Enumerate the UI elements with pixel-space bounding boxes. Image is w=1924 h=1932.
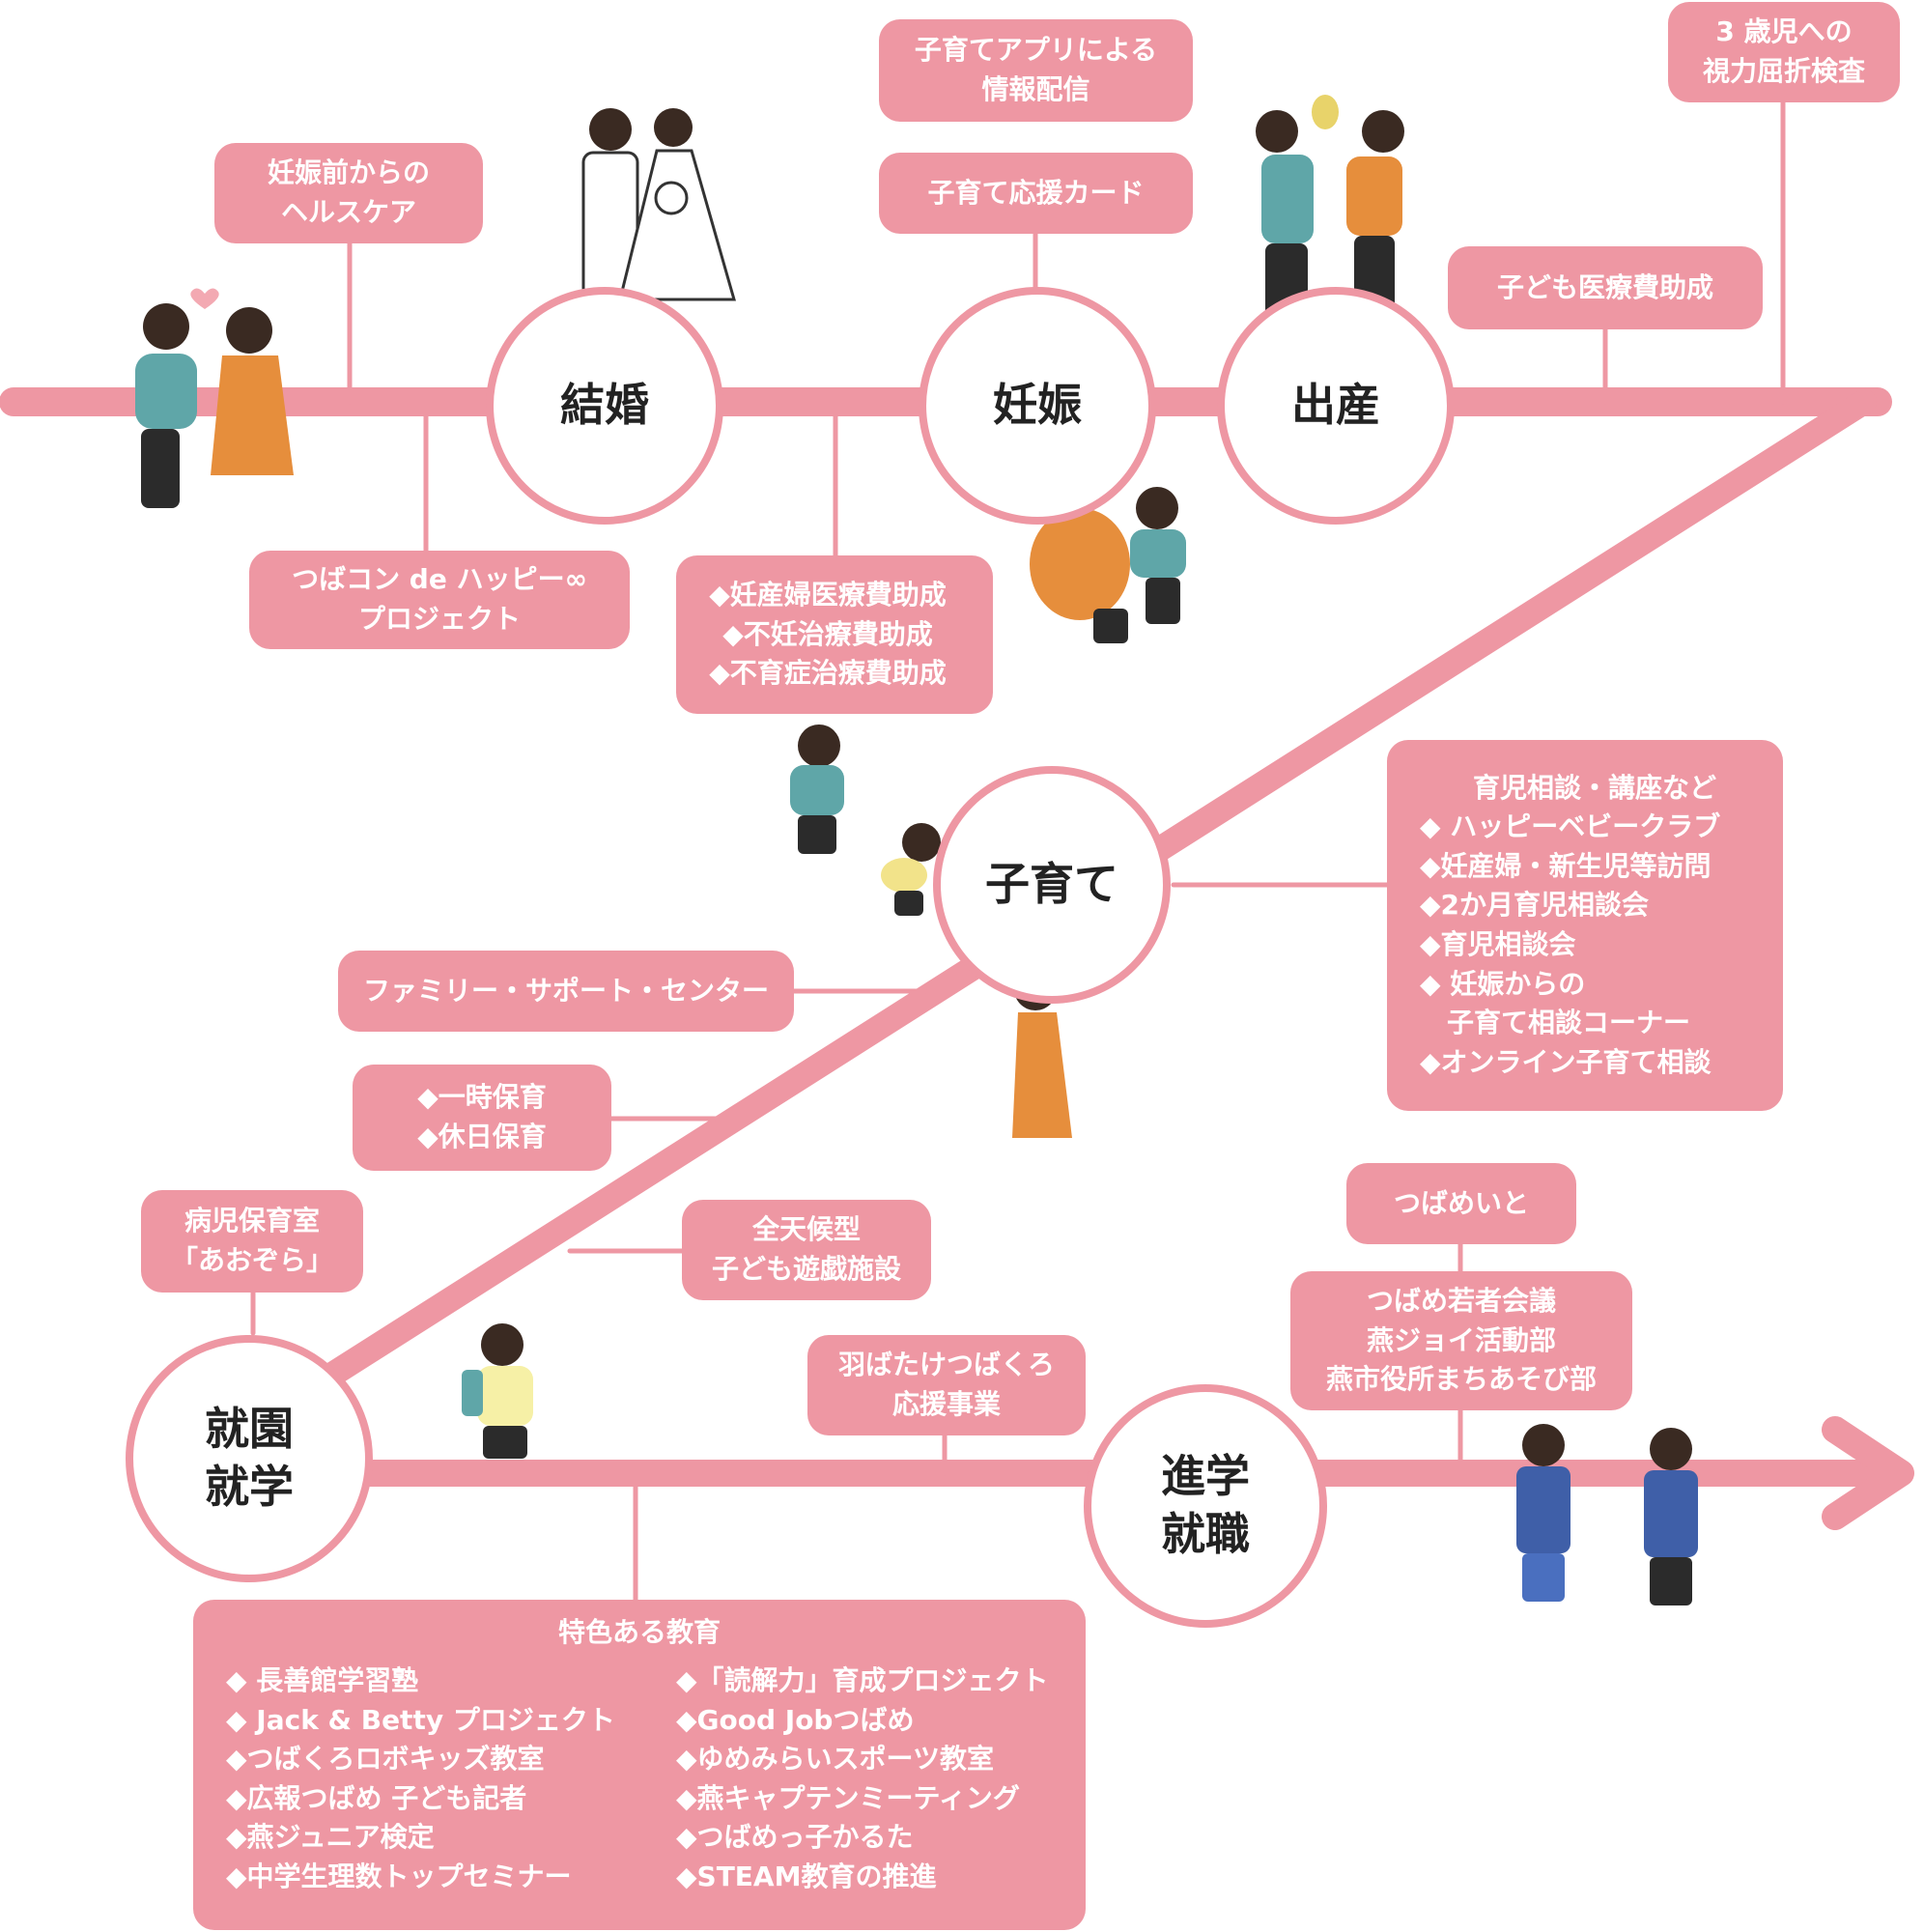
timeline-arrowhead <box>1822 1416 1914 1530</box>
box-education: 特色ある教育 ◆ 長善館学習塾 ◆ Jack & Betty プロジェクト ◆つ… <box>193 1600 1086 1930</box>
stage-childcare: 子育て <box>933 766 1171 1004</box>
box-tsubakon: つばコン de ハッピー∞ プロジェクト <box>249 551 630 649</box>
box-child-medical: 子ども医療費助成 <box>1448 246 1763 329</box>
education-right-list: ◆「読解力」育成プロジェクト ◆Good Jobつばめ ◆ゆめみらいスポーツ教室… <box>676 1664 1049 1892</box>
crawling-baby-illustration <box>881 823 941 916</box>
box-sick-child-care: 病児保育室 「あおぞら」 <box>141 1190 363 1293</box>
box-habatake: 羽ばたけつばくろ 応援事業 <box>807 1335 1086 1435</box>
box-vision-check: 3 歳児への 視力屈折検査 <box>1668 2 1900 102</box>
stage-pregnancy: 妊娠 <box>919 287 1156 525</box>
pregnant-mother-child-illustration <box>1030 458 1186 643</box>
box-app-info: 子育てアプリによる 情報配信 <box>879 19 1193 122</box>
stage-career: 進学 就職 <box>1084 1384 1327 1628</box>
box-tsubameito: つばめいと <box>1346 1163 1576 1244</box>
education-left-list: ◆ 長善館学習塾 ◆ Jack & Betty プロジェクト ◆つばくろロボキッ… <box>226 1664 615 1892</box>
toddler-illustration <box>790 724 844 854</box>
box-medical-subsidy: ◆妊産婦医療費助成 ◆不妊治療費助成 ◆不育症治療費助成 <box>676 555 993 714</box>
stage-school: 就園 就学 <box>126 1335 373 1582</box>
box-family-support: ファミリー・サポート・センター <box>338 951 794 1032</box>
wedding-couple-illustration <box>581 108 736 301</box>
schoolchild-illustration <box>462 1323 533 1459</box>
students-illustration <box>1516 1424 1698 1605</box>
heart-icon <box>190 288 219 309</box>
box-prepregnancy-healthcare: 妊娠前からの ヘルスケア <box>214 143 483 243</box>
box-temporary-care: ◆一時保育 ◆休日保育 <box>353 1065 611 1171</box>
stage-birth: 出産 <box>1217 287 1455 525</box>
couple-illustration <box>135 288 294 508</box>
box-all-weather: 全天候型 子ども遊戯施設 <box>682 1200 931 1300</box>
stage-marriage: 結婚 <box>486 287 723 525</box>
box-consultation: 育児相談・講座など ◆ ハッピーベビークラブ ◆妊産婦・新生児等訪問 ◆2か月育… <box>1387 740 1783 1111</box>
box-youth-council: つばめ若者会議 燕ジョイ活動部 燕市役所まちあそび部 <box>1290 1271 1632 1410</box>
box-support-card: 子育て応援カード <box>879 153 1193 234</box>
education-title: 特色ある教育 <box>557 1616 721 1648</box>
